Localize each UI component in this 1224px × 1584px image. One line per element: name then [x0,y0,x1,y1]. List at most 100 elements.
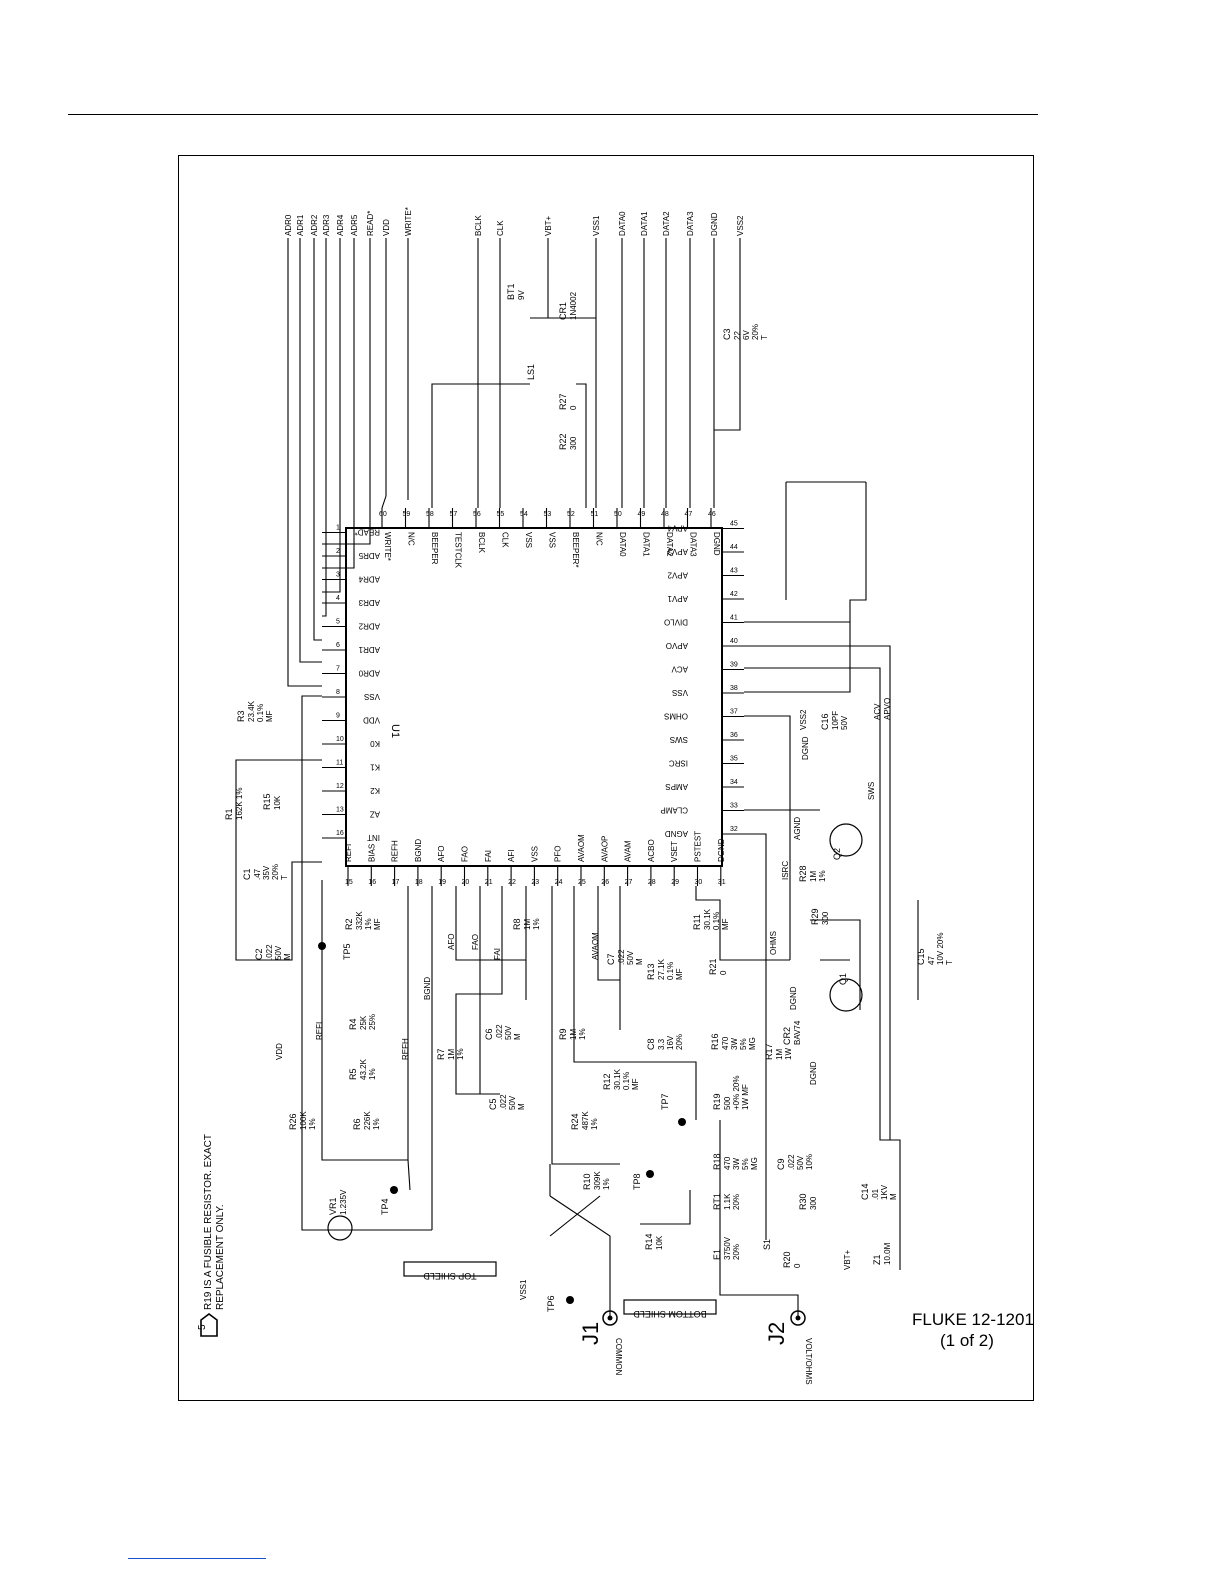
component-value: 1% [372,1118,381,1130]
ic-pin-number: 5 [336,619,340,626]
note-line-2: REPLACEMENT ONLY. [215,1204,226,1310]
component-value: M [283,953,292,960]
transistor-q1-symbol [829,978,863,1012]
ic-pin-name: APVO [666,641,688,650]
wire [744,482,867,693]
ic-pin-number: 38 [730,685,738,692]
wire [744,667,901,1270]
ic-pin-name: OHMS [664,712,688,721]
component-value: MF [265,710,274,722]
component-ref: R11 [692,914,702,930]
component-tp8: TP8 [632,1173,642,1190]
wire [455,886,527,961]
j2-label: VOLT/OHMS [804,1338,813,1385]
note-marker-number: 5 [197,1324,208,1330]
footer-link-underline[interactable] [128,1558,266,1559]
component-value: 1% [308,1118,317,1130]
component-value: 1W MF [741,1084,750,1110]
top-signal-label: DGND [710,212,719,236]
ic-pin-number: 46 [708,511,716,518]
component-value: 20% [732,1244,741,1260]
net-label: DGND [789,986,798,1010]
ic-pin-number: 52 [567,511,575,518]
ic-pin-number: 57 [450,511,458,518]
component-value: 1N4002 [569,291,578,320]
wire [597,886,620,981]
ic-pin-name: BGND [414,839,423,862]
ic-pin-number: 37 [730,709,738,716]
component-value: 1% [456,1048,465,1060]
component-s1: S1 [762,1239,772,1250]
wire [321,880,409,1161]
ic-u1-body [345,527,723,867]
top-signal-label: DATA3 [686,211,695,236]
ic-pin-number: 10 [336,736,344,743]
component-value: 23.4K [247,700,256,722]
ic-pin-number: 56 [473,511,481,518]
component-value: 6V [742,330,751,340]
component-ls1: LS1 [526,364,536,380]
ic-pin-name: K0 [370,739,380,748]
component-value: T [945,960,954,965]
connector-j2: J2 VOLT/OHMS [764,1310,813,1385]
connector-j1: J1 COMMON [578,1310,623,1376]
component-ref: R1 [224,808,234,820]
top-signal-label: CLK [496,220,505,236]
component-ref: C2 [254,948,264,960]
component-value: M [513,1033,522,1040]
wire [810,919,861,1010]
ic-pin-name: REFI [344,844,353,862]
ic-pin-name: AVAOM [577,834,586,862]
wire [299,238,322,663]
net-label: DGND [809,1061,818,1085]
component-value: 1M [809,871,818,882]
ic-pin-name: DGND [717,838,726,862]
ic-pin-name: AZ [370,810,380,819]
component-value: 1M [775,1049,784,1060]
component-value: 0.1% [256,704,265,722]
component-ref: C6 [484,1028,494,1040]
component-value: 1W [784,1048,793,1060]
wire [313,238,322,641]
component-value: 332K [355,911,364,930]
component-value: MF [631,1078,640,1090]
ic-pin-name: BEEPER* [571,532,580,568]
ic-pin-name: ADR2 [358,622,380,631]
ic-pin-number: 25 [578,879,586,886]
ic-pin-name: K1 [370,763,380,772]
component-value: 10% [805,1154,814,1170]
component-tp5: TP5 [342,943,352,960]
ic-pin-number: 23 [531,879,539,886]
test-point-tp6: TP6 [546,1295,574,1312]
component-ref: R15 [262,793,272,810]
component-value: 3750V [723,1236,732,1260]
component-value: MF [721,918,730,930]
wire [235,759,322,860]
component-value: BAV74 [793,1020,802,1045]
ic-pin-number: 30 [695,879,703,886]
ic-pin-number: 42 [730,591,738,598]
component-value: 50V [796,1155,805,1170]
ic-pin-number: 8 [336,689,340,696]
component-ref: R8 [512,918,522,930]
wire [407,1159,411,1191]
component-ref: TP5 [342,943,352,960]
ic-pin-number: 40 [730,638,738,645]
ic-pin-name: DATA3 [689,532,698,557]
component-ref: R14 [644,1233,654,1250]
top-signal-label: VDD [382,219,391,236]
component-value: 1% [368,1068,377,1080]
component-ref: R7 [436,1048,446,1060]
component-value: 1% [590,1118,599,1130]
note-line-1: R19 IS A FUSIBLE RESISTOR. EXACT [203,1134,214,1310]
component-ref: TP7 [660,1093,670,1110]
net-label: VSS1 [519,1279,528,1300]
ic-pin-number: 55 [497,511,505,518]
